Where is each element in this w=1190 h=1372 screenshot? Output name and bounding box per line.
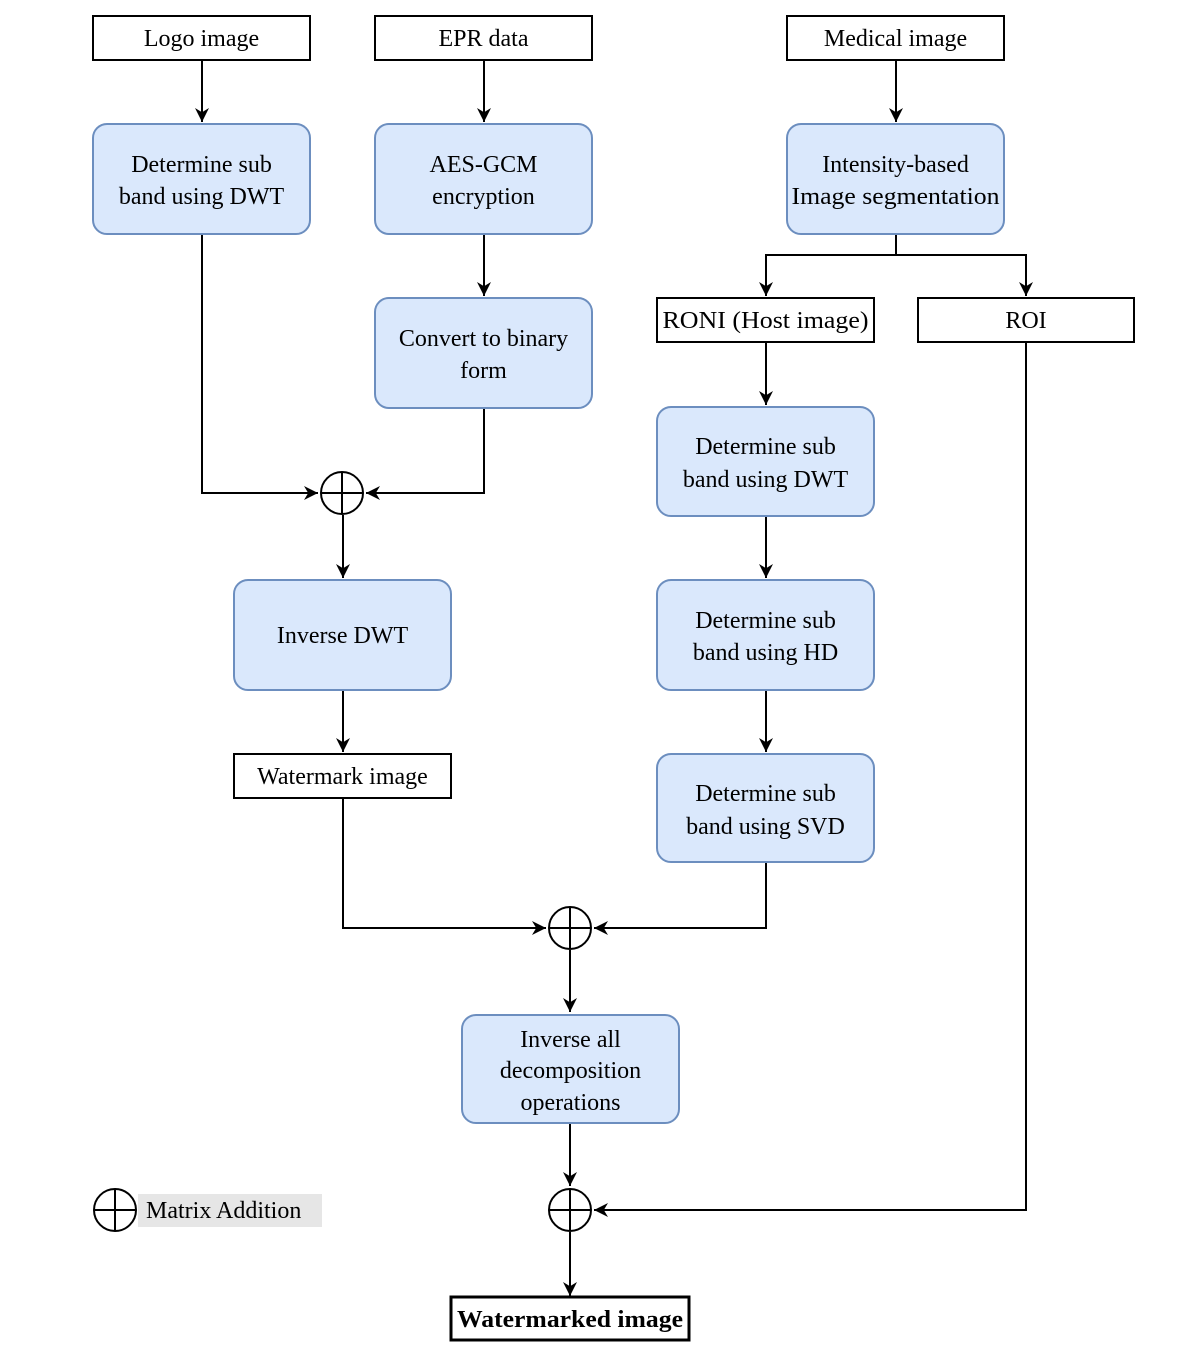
edge-segmentation-to-roi bbox=[896, 254, 1033, 296]
step-inverse-dwt: Inverse DWT bbox=[233, 579, 452, 691]
circle-plus-icon bbox=[93, 1188, 137, 1232]
step-segmentation-line-2: Image segmentation bbox=[792, 184, 1000, 210]
input-logo-image-label: Logo image bbox=[144, 26, 259, 52]
step-hd-line-1: Determine sub bbox=[695, 608, 836, 634]
step-svd-line-2: band using SVD bbox=[686, 814, 845, 840]
intermediate-roni: RONI (Host image) bbox=[656, 297, 875, 343]
step-svd-line-1: Determine sub bbox=[695, 781, 836, 807]
input-epr-data-label: EPR data bbox=[439, 26, 529, 52]
step-segmentation-line-1: Intensity-based bbox=[822, 152, 969, 178]
step-svd: Determine sub band using SVD bbox=[656, 753, 875, 863]
edge-svd-to-add2 bbox=[594, 862, 767, 935]
step-aes-gcm-line-1: AES-GCM bbox=[429, 152, 537, 178]
edge-roi-to-add3 bbox=[594, 342, 1027, 1217]
input-medical-image-label: Medical image bbox=[824, 26, 967, 52]
step-binary: Convert to binary form bbox=[374, 297, 593, 409]
edges bbox=[195, 60, 1033, 1296]
step-logo-dwt-line-2: band using DWT bbox=[119, 184, 285, 210]
input-logo-image: Logo image bbox=[92, 15, 311, 61]
step-binary-line-1: Convert to binary bbox=[399, 326, 568, 352]
step-inverse-all-line-2: decomposition bbox=[500, 1058, 641, 1084]
step-segmentation: Intensity-based Image segmentation bbox=[786, 123, 1005, 235]
step-roni-dwt: Determine sub band using DWT bbox=[656, 406, 875, 517]
legend: Matrix Addition bbox=[93, 1188, 322, 1232]
intermediate-watermark: Watermark image bbox=[233, 753, 452, 799]
edge-watermark-to-add2 bbox=[342, 798, 546, 935]
legend-label: Matrix Addition bbox=[146, 1198, 301, 1224]
input-medical-image: Medical image bbox=[786, 15, 1005, 61]
edge-logo-dwt-to-add1 bbox=[201, 234, 318, 500]
intermediate-roni-label: RONI (Host image) bbox=[663, 308, 869, 334]
intermediate-roi-label: ROI bbox=[1005, 308, 1046, 334]
step-inverse-all-line-3: operations bbox=[521, 1090, 621, 1116]
output-watermarked-image: Watermarked image bbox=[449, 1295, 691, 1342]
step-hd-line-2: band using HD bbox=[693, 640, 838, 666]
edge-segmentation-split bbox=[759, 234, 897, 296]
step-logo-dwt-line-1: Determine sub bbox=[131, 152, 272, 178]
step-roni-dwt-line-1: Determine sub bbox=[695, 434, 836, 460]
step-hd: Determine sub band using HD bbox=[656, 579, 875, 691]
intermediate-watermark-label: Watermark image bbox=[257, 764, 428, 790]
input-epr-data: EPR data bbox=[374, 15, 593, 61]
matrix-addition-icon bbox=[548, 1188, 592, 1232]
output-watermarked-label: Watermarked image bbox=[457, 1307, 683, 1333]
step-inverse-dwt-line-1: Inverse DWT bbox=[277, 623, 409, 649]
step-inverse-all: Inverse all decomposition operations bbox=[461, 1014, 680, 1124]
matrix-addition-icon bbox=[320, 471, 364, 515]
intermediate-roi: ROI bbox=[917, 297, 1135, 343]
step-roni-dwt-line-2: band using DWT bbox=[683, 467, 849, 493]
edge-binary-to-add1 bbox=[366, 408, 485, 500]
step-aes-gcm-line-2: encryption bbox=[432, 184, 535, 210]
matrix-addition-icon bbox=[548, 906, 592, 950]
step-aes-gcm: AES-GCM encryption bbox=[374, 123, 593, 235]
step-inverse-all-line-1: Inverse all bbox=[520, 1027, 621, 1053]
step-logo-dwt: Determine sub band using DWT bbox=[92, 123, 311, 235]
step-binary-line-2: form bbox=[460, 358, 507, 384]
